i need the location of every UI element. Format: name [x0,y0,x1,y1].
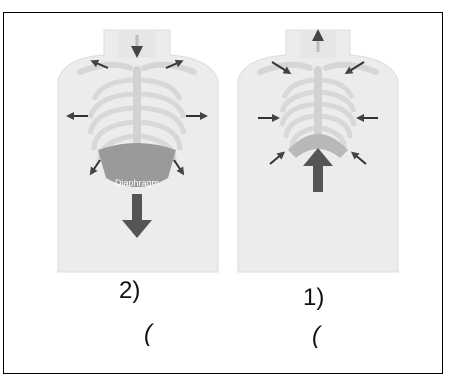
panel-paren-right: ( [312,324,320,348]
panel-paren-left: ( [144,322,152,346]
panel-label-1: 1) [303,286,324,310]
left-torso: Diaphragm [58,30,218,272]
diaphragm-label: Diaphragm [115,178,159,188]
right-torso [238,30,398,272]
panel-label-2: 2) [119,279,140,303]
